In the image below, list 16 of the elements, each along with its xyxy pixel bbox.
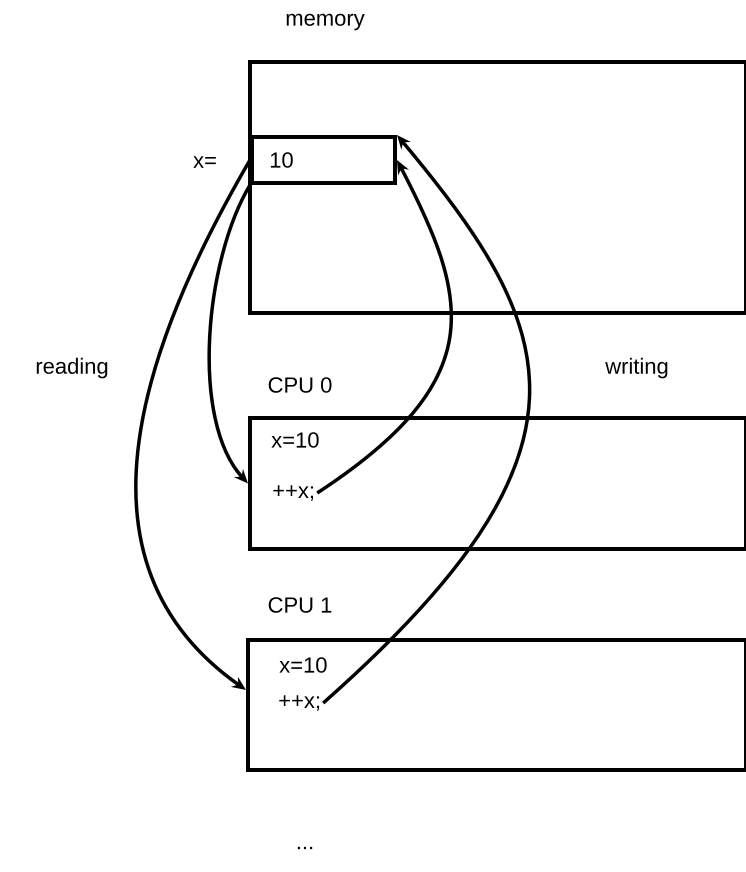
- value-text: 10: [270, 152, 293, 168]
- cpu-box: [246, 597, 746, 772]
- ellipsis: ...: [298, 846, 312, 850]
- code-text: ++x;: [279, 695, 320, 711]
- box-heading: CPU 0: [268, 377, 332, 393]
- memory-cell: [193, 135, 397, 185]
- value-text: x=10: [279, 657, 327, 673]
- memory-box: [248, 14, 746, 315]
- annotation-text: reading: [36, 358, 108, 378]
- value-text: x=10: [271, 432, 319, 448]
- annotation-text: writing: [605, 358, 668, 378]
- cpu-box: [248, 377, 746, 551]
- code-text: ++x;: [273, 485, 314, 501]
- box-heading: memory: [286, 14, 365, 30]
- variable-label: x=: [193, 156, 216, 168]
- box-heading: CPU 1: [268, 597, 332, 613]
